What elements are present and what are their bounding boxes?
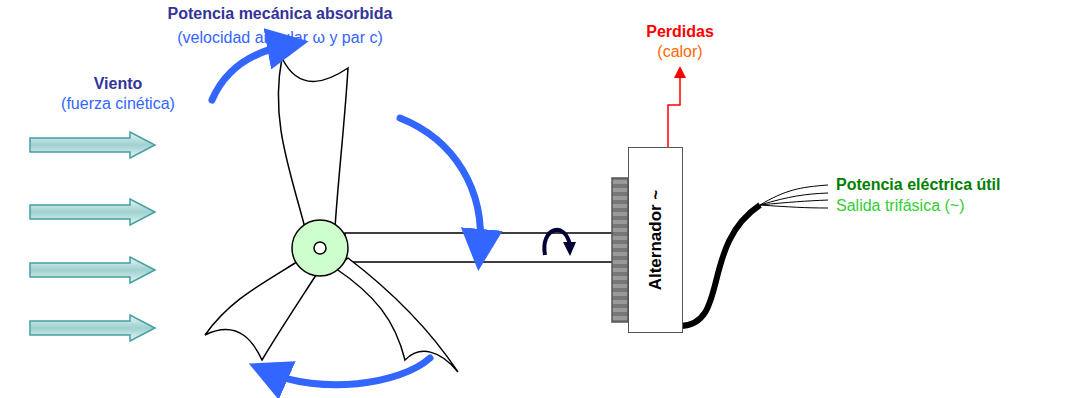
losses-arrow xyxy=(668,72,680,155)
alternator-flange xyxy=(612,178,628,322)
losses-label: Perdidas xyxy=(646,22,714,42)
wind-arrows xyxy=(30,132,155,341)
electric-output-note: Salida trifásica (~) xyxy=(836,196,965,216)
rotor-blades xyxy=(205,58,458,372)
mechanical-power-label: Potencia mecánica absorbida xyxy=(168,4,393,24)
wind-label: Viento xyxy=(94,74,143,94)
shaft-rotation-head xyxy=(563,242,576,256)
output-cable xyxy=(680,205,760,326)
hub xyxy=(292,220,348,276)
electric-power-label: Potencia eléctrica útil xyxy=(836,175,1001,195)
output-wires xyxy=(760,185,828,208)
mechanical-power-note: (velocidad angular ω y par c) xyxy=(177,28,382,48)
losses-note: (calor) xyxy=(657,42,702,62)
alternator-box: Alternador ~ xyxy=(628,147,683,333)
node-text: Alternador ~ xyxy=(646,190,666,291)
rotation-arrows xyxy=(212,45,481,385)
hub-center xyxy=(314,242,326,254)
wind-note: (fuerza cinética) xyxy=(61,94,175,114)
